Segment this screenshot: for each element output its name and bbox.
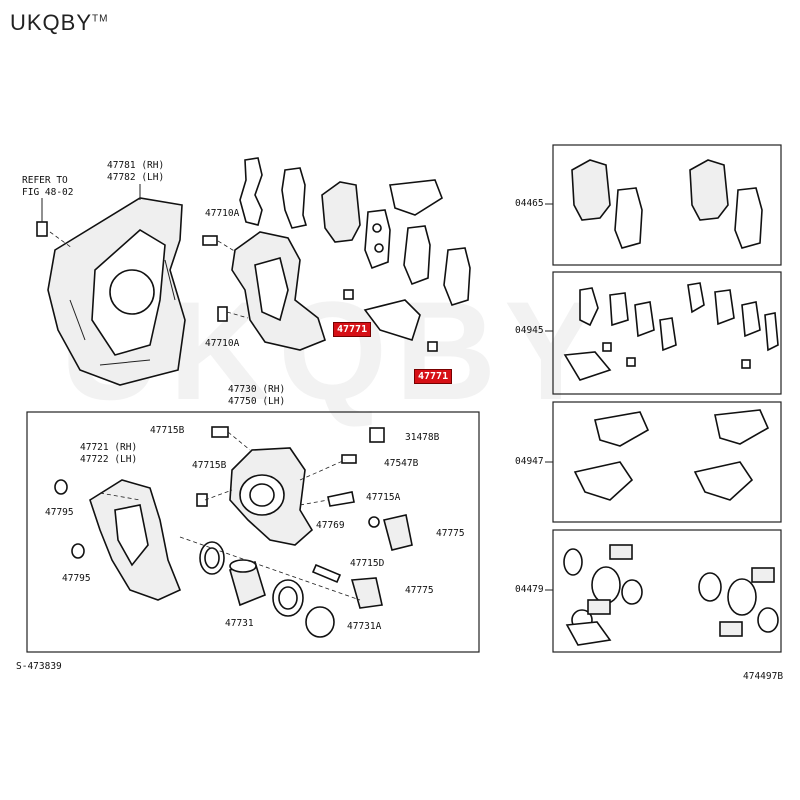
label-47547b: 47547B [384, 458, 419, 469]
caliper-bracket-upper [231, 231, 326, 351]
label-kit-04465: 04465 [515, 198, 544, 209]
label-47775-a: 47775 [436, 528, 465, 539]
caliper-group-box [26, 411, 480, 653]
label-kit-04945: 04945 [515, 325, 544, 336]
pad-shims-upper [239, 157, 471, 342]
label-refer-to: REFER TO [22, 175, 68, 186]
label-kit-04947: 04947 [515, 456, 544, 467]
label-47731a: 47731A [347, 621, 382, 632]
label-kit-04479: 04479 [515, 584, 544, 595]
label-47782: 47782 (LH) [107, 172, 165, 183]
slide-pins [196, 426, 413, 609]
label-fig-ref: FIG 48-02 [22, 187, 74, 198]
kit-04465-pads [571, 159, 763, 249]
label-47795-b: 47795 [62, 573, 91, 584]
label-47710a-bottom: 47710A [205, 338, 240, 349]
piston-47731 [229, 559, 266, 607]
label-47750: 47750 (LH) [228, 396, 286, 407]
clips-47771 [343, 289, 438, 352]
kit-04945-shims [563, 282, 779, 381]
label-47715b-a: 47715B [150, 425, 185, 436]
label-47731: 47731 [225, 618, 254, 629]
kit-box-04479 [552, 529, 782, 653]
label-47715a: 47715A [366, 492, 401, 503]
label-ref-right: 474497B [743, 671, 784, 682]
label-47721: 47721 (RH) [80, 442, 138, 453]
label-47769: 47769 [316, 520, 345, 531]
kit-04479-seals [563, 544, 779, 646]
kit-box-04465 [552, 144, 782, 266]
label-47715b-b: 47715B [192, 460, 227, 471]
seals-47795 [54, 479, 85, 559]
label-31478b: 31478B [405, 432, 440, 443]
label-47771-highlight-a: 47771 [333, 322, 372, 337]
caliper-bracket-lower [89, 479, 182, 601]
piston-seal-47731 [199, 541, 225, 575]
bolts-47710a [202, 235, 228, 322]
label-47771-highlight-b: 47771 [414, 369, 453, 384]
label-47775-b: 47775 [405, 585, 434, 596]
label-47730: 47730 (RH) [228, 384, 286, 395]
bolt-refer [36, 198, 48, 237]
label-47781: 47781 (RH) [107, 160, 165, 171]
label-47722: 47722 (LH) [80, 454, 138, 465]
label-47710a-top: 47710A [205, 208, 240, 219]
label-ref-left: S-473839 [16, 661, 62, 672]
boot-47731a [272, 579, 335, 638]
caliper-body [229, 447, 314, 546]
label-47715d: 47715D [350, 558, 385, 569]
kit-04947-clips [573, 409, 770, 501]
brand-logo: UKQBYTM [10, 10, 109, 35]
kit-box-04945 [552, 271, 782, 395]
dust-shield [47, 197, 186, 386]
label-47795-a: 47795 [45, 507, 74, 518]
